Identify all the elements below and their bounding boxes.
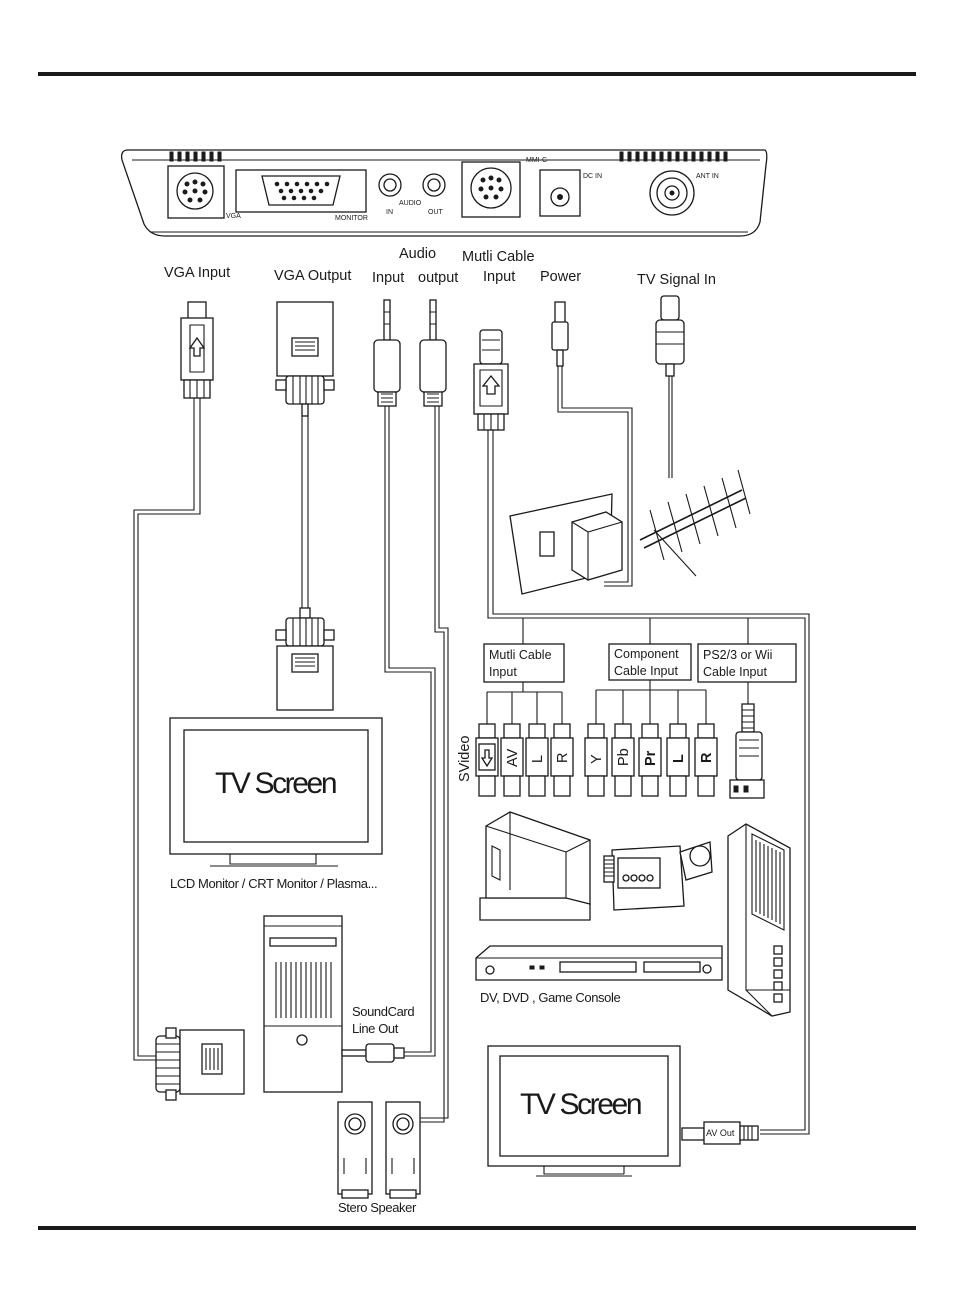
audio-output-label: output — [418, 270, 458, 286]
tv-screen-top-label: TV Screen — [215, 767, 336, 800]
ant-in-port: ANT IN — [649, 170, 719, 216]
breakout-ps2-wii-line2: Cable Input — [703, 665, 767, 679]
svideo-plug: SVideo — [457, 723, 499, 797]
rca-plug-l2: L — [666, 723, 690, 797]
rca-label-pr: Pr — [643, 750, 659, 766]
audio-jacks: AUDIO IN OUT — [378, 173, 446, 216]
vga-output-label: VGA Output — [274, 268, 351, 284]
rca-label-l: L — [530, 755, 546, 763]
rca-label-l2: L — [671, 754, 687, 763]
audio-port-label: AUDIO — [399, 200, 422, 207]
audio-output-plug — [419, 299, 447, 407]
breakout-component-line1: Component — [614, 647, 679, 661]
rca-label-pb: Pb — [616, 748, 632, 766]
camcorder-icon — [603, 841, 713, 911]
playstation-vent — [755, 840, 781, 924]
breakout-multi-cable-line1: Mutli Cable — [489, 648, 552, 662]
av-out-label: AV Out — [706, 1128, 735, 1138]
vent-left — [169, 151, 222, 162]
mmi-c-label: MMI-C — [526, 157, 547, 164]
pc-tower-icon: SoundCard Line Out — [263, 915, 415, 1093]
ant-in-label: ANT IN — [696, 173, 719, 180]
soundcard-line1: SoundCard — [352, 1004, 414, 1019]
dc-in-port: DC IN — [539, 169, 602, 217]
power-plug — [551, 301, 569, 367]
rca-label-r: R — [555, 753, 571, 763]
speaker-left-icon — [337, 1101, 373, 1199]
breakout-multi-cable: Mutli Cable Input — [483, 643, 565, 683]
vga-output-plug — [275, 301, 335, 417]
ps2-wii-plug — [729, 703, 765, 799]
consoles-caption: DV, DVD , Game Console — [480, 990, 620, 1005]
monitor-vga-connector — [275, 607, 335, 711]
monitor-port: MONITOR — [235, 169, 368, 222]
vga-input-plug — [180, 301, 214, 399]
multi-cable-label: Mutli Cable — [462, 249, 535, 265]
monitor-port-label: MONITOR — [335, 215, 368, 222]
rca-label-y: Y — [589, 754, 605, 764]
audio-label: Audio — [399, 246, 436, 262]
multi-cable-input-label: Input — [483, 269, 515, 285]
tv-screen-top: TV Screen LCD Monitor / CRT Monitor / Pl… — [169, 717, 383, 891]
power-label: Power — [540, 269, 581, 285]
rca-plug-r: R — [550, 723, 574, 797]
tv-screen-bottom: TV Screen — [487, 1045, 681, 1177]
rca-plug-pb: Pb — [611, 723, 635, 797]
antenna-icon — [639, 469, 751, 577]
breakout-component: Component Cable Input — [608, 643, 692, 681]
audio-input-plug — [373, 299, 401, 407]
audio-out-label: OUT — [428, 209, 444, 216]
mmi-c-port: MMI-C — [461, 157, 547, 218]
dc-in-label: DC IN — [583, 173, 602, 180]
breakout-ps2-wii-line1: PS2/3 or Wii — [703, 648, 772, 662]
tv-screen-bottom-label: TV Screen — [520, 1088, 641, 1121]
av-out-plug: AV Out — [681, 1121, 759, 1145]
breakout-multi-cable-line2: Input — [489, 665, 517, 679]
tv-signal-in-label: TV Signal In — [637, 272, 716, 288]
bottom-rule — [38, 1226, 916, 1230]
soundcard-line2: Line Out — [352, 1021, 399, 1036]
rca-plug-av: AV — [500, 723, 524, 797]
rca-plug-l: L — [525, 723, 549, 797]
vga-port: VGA — [167, 165, 241, 220]
wall-power-adapter — [509, 493, 623, 595]
playstation-console-icon — [727, 823, 791, 1017]
vga-input-label: VGA Input — [164, 265, 230, 281]
rca-plug-y: Y — [584, 723, 608, 797]
cables — [133, 366, 810, 1135]
breakout-ps2-wii: PS2/3 or Wii Cable Input — [697, 643, 797, 683]
wii-console-icon — [479, 811, 591, 921]
dvd-player-icon: DV, DVD , Game Console — [475, 945, 723, 1005]
rca-plug-r2: R — [694, 723, 718, 797]
audio-in-label: IN — [386, 209, 393, 216]
rca-label-r2: R — [699, 752, 715, 763]
pc-tower-vent — [275, 962, 332, 1018]
vga-port-label: VGA — [226, 213, 241, 220]
top-rule — [38, 72, 916, 76]
speaker-caption: Stero Speaker — [338, 1200, 417, 1215]
rca-plug-pr: Pr — [638, 723, 662, 797]
device-rear-panel: VGA MONITOR AUDIO IN OUT MMI-C — [120, 149, 768, 237]
pc-vga-connector — [155, 1027, 245, 1101]
multi-cable-plug — [473, 329, 509, 431]
monitor-caption: LCD Monitor / CRT Monitor / Plasma... — [170, 876, 377, 891]
tv-signal-plug — [655, 295, 685, 377]
vent-right — [619, 151, 728, 162]
speaker-right-icon — [385, 1101, 421, 1199]
rca-label-av: AV — [505, 748, 521, 767]
audio-input-label: Input — [372, 270, 404, 286]
svideo-label: SVideo — [457, 736, 473, 783]
breakout-component-line2: Cable Input — [614, 664, 678, 678]
